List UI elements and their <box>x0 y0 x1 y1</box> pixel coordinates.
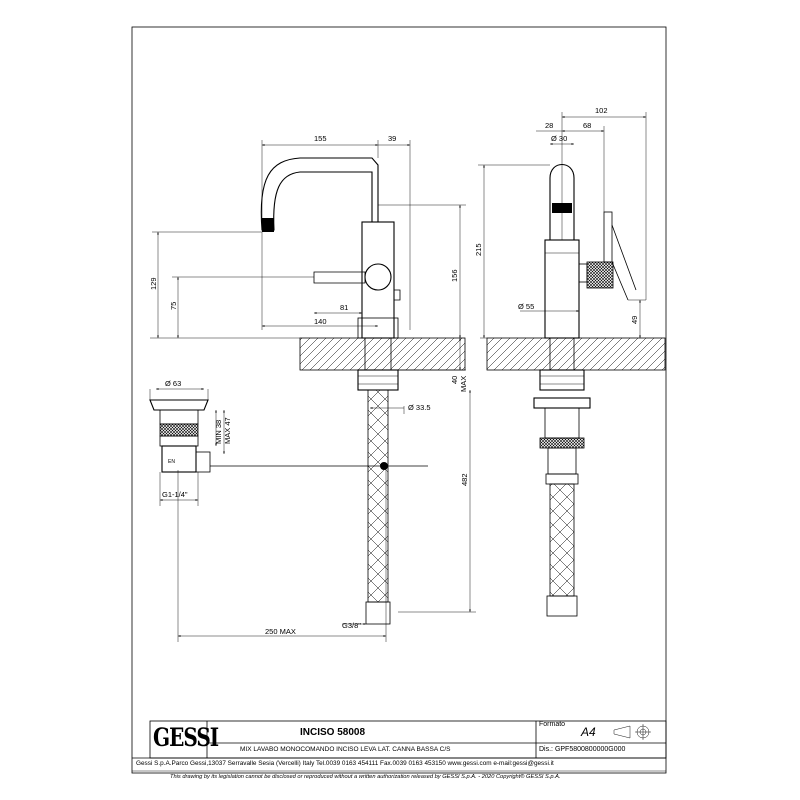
dim-min-38: MIN 38 <box>214 420 223 444</box>
side-view: 102 28 68 Ø 30 215 Ø 55 49 <box>474 106 666 617</box>
dim-max-250: 250 MAX <box>265 627 296 636</box>
dim-thread-g38: G3/8" <box>342 621 361 630</box>
dim-thread-g114: G1-1/4" <box>162 490 188 499</box>
dim-side-102: 102 <box>595 106 608 115</box>
company-address: Gessi S.p.A.Parco Gessi,13037 Serravalle… <box>136 760 554 767</box>
lever <box>313 271 366 284</box>
flex-hose <box>367 389 389 603</box>
format-value: A4 <box>581 725 596 739</box>
aerator <box>262 218 274 232</box>
handle-knob <box>364 263 392 291</box>
side-hose <box>549 483 575 597</box>
product-description: MIX LAVABO MONOCOMANDO INCISO LEVA LAT. … <box>240 746 451 753</box>
dim-side-d55: Ø 55 <box>518 302 534 311</box>
product-name: INCISO 58008 <box>300 727 366 738</box>
dim-hose-length: 482 <box>460 473 469 486</box>
dim-max-47: MAX 47 <box>223 417 232 444</box>
format-label: Formato <box>539 721 566 728</box>
dim-spout-reach: 155 <box>314 134 327 143</box>
waste-knurled-ring <box>159 423 199 437</box>
front-countertop <box>299 337 466 371</box>
spout <box>260 157 379 231</box>
dim-height-156: 156 <box>450 269 459 282</box>
dim-width-81: 81 <box>340 303 348 312</box>
mixer-body <box>361 221 395 339</box>
side-spout <box>549 163 575 241</box>
front-view: 155 39 129 75 81 140 156 40 MAX Ø 33.5 4… <box>149 134 476 642</box>
dim-hose-diameter: Ø 33.5 <box>408 403 431 412</box>
waste-valve-view: EN Ø 63 MIN 38 MAX 47 G1-1/4" <box>149 379 382 506</box>
gessi-logo: GESSI <box>153 722 219 752</box>
dim-height-75: 75 <box>169 302 178 310</box>
hose-fitting <box>365 601 391 625</box>
dim-body-offset: 39 <box>388 134 396 143</box>
side-body <box>544 239 580 339</box>
fixing-nut <box>357 369 399 391</box>
dim-max-40: 40 <box>450 376 459 384</box>
side-lever <box>603 211 613 263</box>
projection-symbol <box>613 725 631 739</box>
side-handle <box>586 261 614 289</box>
dim-side-215: 215 <box>474 243 483 256</box>
dim-width-140: 140 <box>314 317 327 326</box>
copyright-notice: This drawing by its legislation cannot b… <box>170 774 561 780</box>
dim-height-129: 129 <box>149 277 158 290</box>
title-block-frame <box>132 720 667 772</box>
dim-max-label: MAX <box>459 376 468 392</box>
dim-waste-diameter: Ø 63 <box>165 379 181 388</box>
drawing-number: Dis.: GPF5800800000G000 <box>539 746 626 753</box>
side-countertop <box>486 337 666 371</box>
svg-text:EN: EN <box>168 459 175 465</box>
popup-rod <box>393 289 401 301</box>
dim-side-49: 49 <box>630 316 639 324</box>
body-base <box>357 317 399 339</box>
dim-side-68: 68 <box>583 121 591 130</box>
sheet-frame <box>131 26 667 774</box>
waste-cap <box>149 399 209 411</box>
dim-side-28: 28 <box>545 121 553 130</box>
dim-side-d30: Ø 30 <box>551 134 567 143</box>
